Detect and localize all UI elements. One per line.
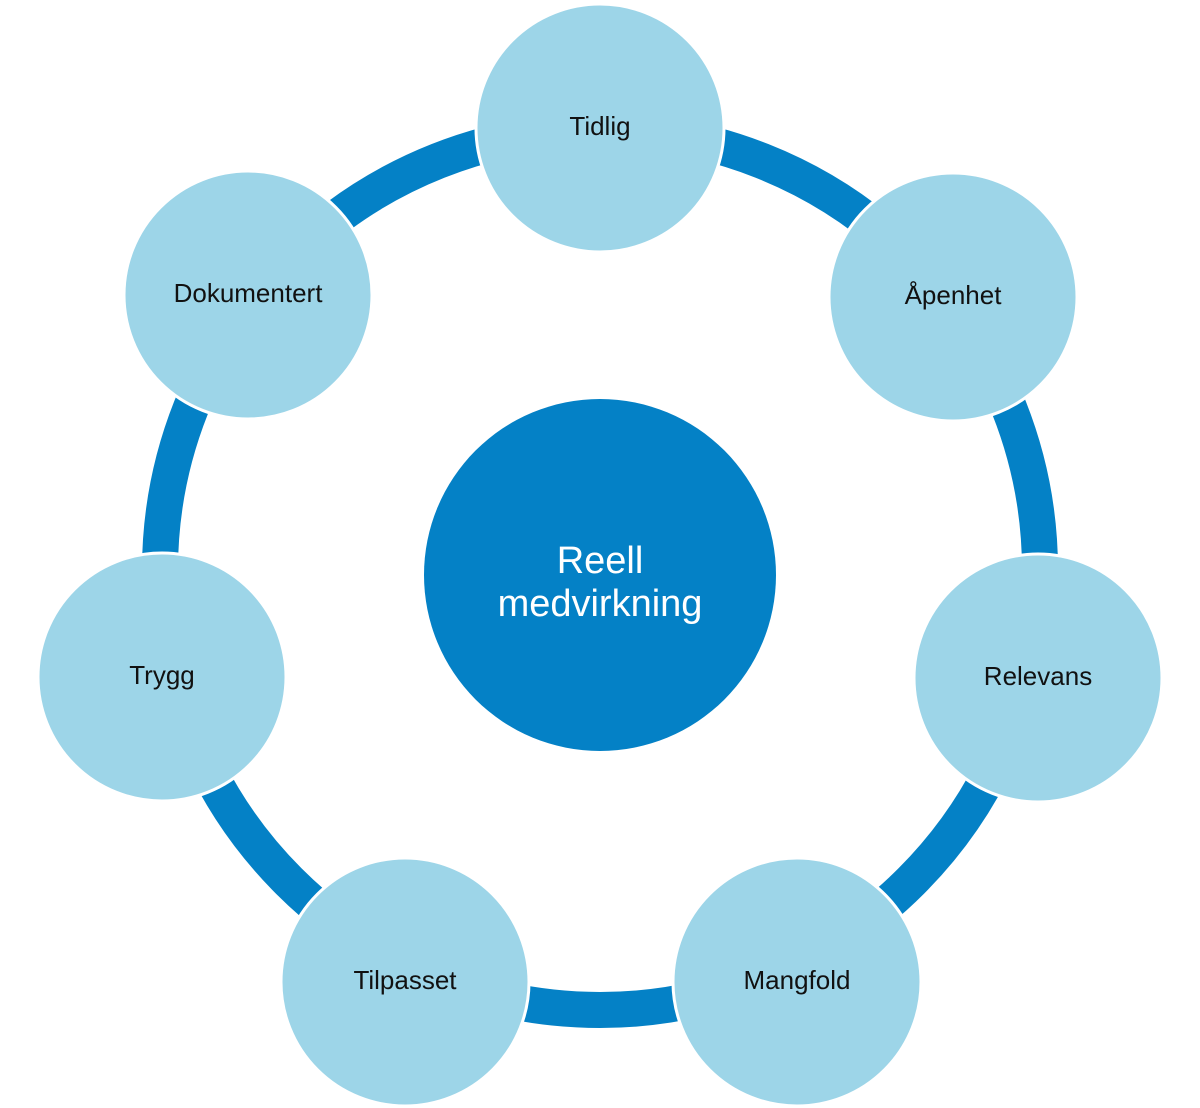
node-circle xyxy=(827,171,1079,423)
node-circle xyxy=(474,2,726,254)
node-circle xyxy=(671,856,923,1108)
node-relevans: Relevans xyxy=(912,552,1164,804)
center-label: Reell xyxy=(557,540,644,582)
node-label: Tidlig xyxy=(569,111,630,141)
node-label: Relevans xyxy=(984,661,1092,691)
node-label: Dokumentert xyxy=(174,278,324,308)
center-node: Reell medvirkning xyxy=(424,399,776,751)
node-circle xyxy=(912,552,1164,804)
node-apenhet: Åpenhet xyxy=(827,171,1079,423)
center-label-line1: Reell xyxy=(557,540,644,582)
node-circle xyxy=(122,169,374,421)
node-tilpasset: Tilpasset xyxy=(279,856,531,1108)
node-mangfold: Mangfold xyxy=(671,856,923,1108)
node-tidlig: Tidlig xyxy=(474,2,726,254)
node-label: Mangfold xyxy=(744,965,851,995)
node-trygg: Trygg xyxy=(36,551,288,803)
node-label: Åpenhet xyxy=(905,280,1003,310)
node-label: Tilpasset xyxy=(353,965,457,995)
node-label: Trygg xyxy=(129,660,195,690)
node-circle xyxy=(279,856,531,1108)
center-label-2: medvirkning xyxy=(498,583,703,625)
node-circle xyxy=(36,551,288,803)
node-dokumentert: Dokumentert xyxy=(122,169,374,421)
center-label-line2: medvirkning xyxy=(498,583,703,625)
center-circle xyxy=(424,399,776,751)
